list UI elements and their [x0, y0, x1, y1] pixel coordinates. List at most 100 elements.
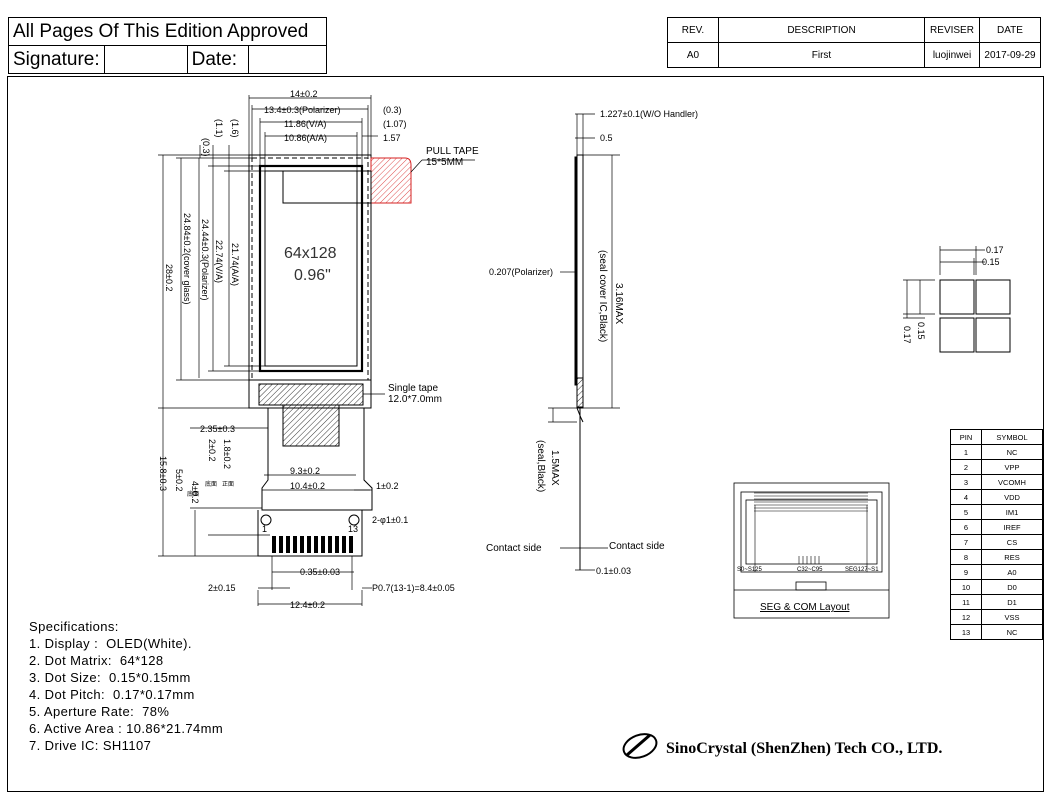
panel-resolution: 64x128: [284, 245, 337, 262]
spec-item: 3. Dot Size: 0.15*0.15mm: [29, 670, 191, 685]
fpc-note-2: 底面: [187, 490, 199, 498]
com-label: C32~C95: [797, 567, 823, 573]
dim-thickness: 1.227±0.1(W/O Handler): [600, 109, 698, 119]
pin-number: 12: [950, 609, 982, 625]
pin-symbol: NC: [981, 624, 1043, 640]
pin-symbol: D0: [981, 579, 1043, 595]
pin-symbol: IREF: [981, 519, 1043, 535]
pin-number: 3: [950, 474, 982, 490]
pixel-detail-labels: 0.17 0.15 0.15 0.17: [902, 245, 1004, 344]
dim-fpc-e: 9.3±0.2: [290, 466, 320, 476]
dim-polarizer-width: 13.4±0.3(Polarizer): [264, 105, 340, 115]
dim-fpc-a: 1.8±0.2: [222, 439, 232, 469]
pin-1-marker: 1: [262, 524, 267, 534]
revision-table: REV. DESCRIPTION REVISER DATE A0 First l…: [667, 17, 1041, 68]
pull-tape-label: PULL TAPE: [426, 146, 479, 157]
pin-number: 1: [950, 444, 982, 460]
pin-number: 2: [950, 459, 982, 475]
dim-fpc-seal-note: (seal,Black): [535, 440, 546, 492]
pin-number: 9: [950, 564, 982, 580]
dim-fpc-c: 4±0.2: [190, 481, 200, 503]
dim-seal-note: (seal cover IC,Black): [597, 250, 608, 342]
pull-tape-size: 15*5MM: [426, 157, 463, 168]
dim-va-height: 22.74(V/A): [214, 240, 224, 283]
dim-contact-width: 0.35±0.03: [300, 567, 340, 577]
pin-number: 5: [950, 504, 982, 520]
single-tape-label: Single tape: [388, 383, 438, 394]
dim-dot-v: 0.15: [916, 322, 926, 340]
dim-va-width: 11.86(V/A): [284, 119, 326, 129]
dim-fpc-offset: 2.35±0.3: [200, 424, 235, 434]
dim-small-2: (1.6): [230, 119, 240, 138]
spec-item: 7. Drive IC: SH1107: [29, 738, 152, 753]
pin-number: 13: [950, 624, 982, 640]
pin-symbol: VCOMH: [981, 474, 1043, 490]
dim-contact-offset: 2±0.15: [208, 583, 235, 593]
dim-pitch-v: 0.17: [902, 326, 912, 344]
viewing-area: [258, 164, 364, 373]
dim-polarizer-thickness: 0.207(Polarizer): [489, 267, 553, 277]
contact-side-left: Contact side: [486, 543, 542, 554]
dim-width-overall: 14±0.2: [290, 89, 317, 99]
date-value: 2017-09-29: [979, 42, 1041, 68]
dim-fpc-b: 2±0.2: [207, 439, 217, 461]
dim-fpc-length: 15.8±0.3: [158, 456, 168, 491]
dim-fpc-g: 1±0.2: [376, 481, 398, 491]
pin-symbol: VPP: [981, 459, 1043, 475]
pin-number: 10: [950, 579, 982, 595]
pin-header: PIN: [950, 429, 982, 445]
company-name: SinoCrystal (ShenZhen) Tech CO., LTD.: [666, 740, 942, 757]
approval-block: All Pages Of This Edition Approved Signa…: [8, 17, 327, 74]
dim-polarizer-height: 24.44±0.3(Polarizer): [200, 219, 210, 300]
seg-com-labels: S0~S125 C32~C95 SEG127~S1 SEG & COM Layo…: [737, 567, 879, 613]
dim-small-1: (1.1): [214, 119, 224, 138]
side-view-labels: 1.227±0.1(W/O Handler) 0.5 0.207(Polariz…: [486, 109, 698, 576]
reviser-value: luojinwei: [924, 42, 980, 68]
pin-symbol: VSS: [981, 609, 1043, 625]
specifications: Specifications: 1. Display : OLED(White)…: [29, 618, 223, 754]
reviser-header: REVISER: [924, 17, 980, 43]
company-logo: [622, 733, 658, 759]
front-view: [158, 95, 475, 606]
seg-right-label: SEG127~S1: [845, 567, 879, 573]
pin-symbol: IM1: [981, 504, 1043, 520]
date-label: Date:: [186, 45, 327, 74]
pin-number: 11: [950, 594, 982, 610]
pin-symbol: VDD: [981, 489, 1043, 505]
date-field: [248, 46, 249, 74]
dim-fpc-thickness: 0.1±0.03: [596, 566, 631, 576]
seg-com-caption: SEG & COM Layout: [760, 602, 850, 613]
dim-glass: 0.5: [600, 133, 613, 143]
pin-number: 4: [950, 489, 982, 505]
pull-tape-inner: [282, 170, 372, 204]
pin-number: 6: [950, 519, 982, 535]
pin-symbol: D1: [981, 594, 1043, 610]
panel-size: 0.96": [294, 267, 331, 284]
pull-tape: [370, 157, 412, 204]
spec-item: 6. Active Area : 10.86*21.74mm: [29, 721, 224, 736]
dim-dot-h: 0.15: [982, 257, 1000, 267]
pixel-detail: [903, 246, 1011, 353]
dim-aa-offset: 1.57: [383, 133, 401, 143]
drawing-frame: [7, 76, 1044, 792]
single-tape: [258, 383, 364, 406]
rev-value: A0: [667, 42, 719, 68]
pin-number: 8: [950, 549, 982, 565]
dim-height-overall: 28±0.2: [164, 264, 174, 291]
dim-pitch-h: 0.17: [986, 245, 1004, 255]
fpc-contacts: [272, 536, 353, 553]
dim-cover-glass: 24.84±0.2(cover glass): [182, 213, 192, 305]
pin-13-marker: 13: [348, 524, 358, 534]
